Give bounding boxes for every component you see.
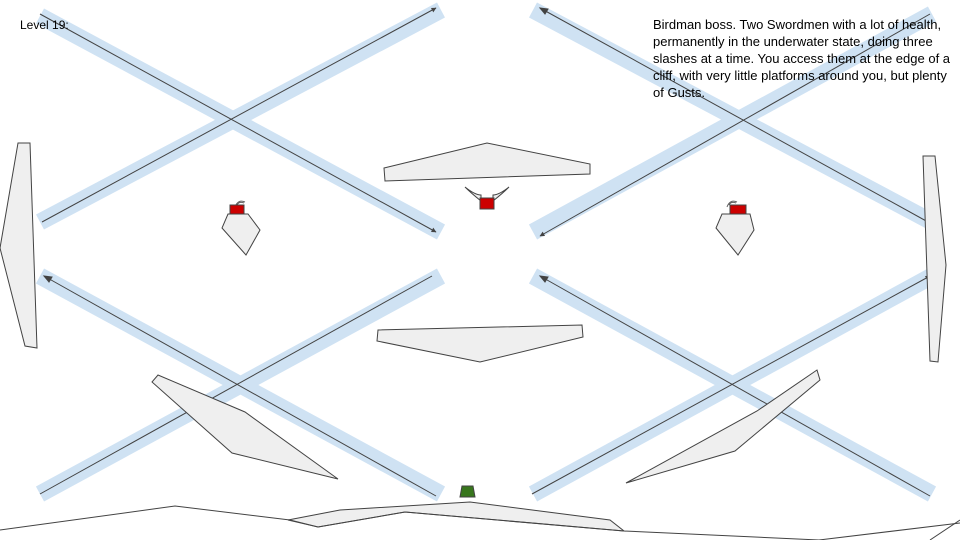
gust-band-bottom-left-up (35, 268, 446, 502)
birdman-wing-right (492, 186, 510, 203)
platform-lower-left-slope (151, 374, 339, 480)
gust-arrow-top-right-up (539, 13, 931, 237)
swordman-head-red (229, 204, 245, 215)
swordman-enemy-left (221, 200, 261, 256)
gust-arrowhead-bl-start (42, 275, 53, 283)
platform-right-wall (922, 155, 947, 363)
gust-arrow-bottom-right-down (539, 275, 931, 497)
gust-arrow-bottom-right-up (531, 275, 931, 495)
swordman-crest (726, 200, 738, 208)
player-marker (459, 485, 476, 498)
gust-arrow-top-left-down (39, 13, 437, 233)
gust-arrows (39, 7, 931, 497)
level-description: Birdman boss. Two Swordmen with a lot of… (653, 17, 951, 100)
birdman-body-red (479, 197, 495, 210)
platform-lower-right-slope (625, 369, 821, 484)
gust-arrow-bottom-left-up (39, 275, 433, 495)
level-label: Level 19: (20, 18, 69, 32)
birdman-boss (464, 186, 510, 210)
swordman-body (221, 213, 261, 256)
platform-left-wall (0, 142, 38, 349)
gust-arrow-top-right-down (539, 7, 929, 223)
platforms (0, 142, 947, 532)
gust-arrow-bottom-left-down (43, 275, 437, 497)
birdman-wing-left (464, 186, 482, 203)
platform-middle-center (376, 324, 584, 363)
gust-arrow-top-left-up (41, 7, 437, 223)
ground-outline-right (929, 519, 960, 540)
ground-outline (0, 505, 960, 540)
gust-arrowhead-br-start (538, 275, 549, 283)
swordman-enemy-right (715, 200, 755, 256)
gust-arrowhead-tr-start (538, 7, 549, 15)
swordman-body (715, 213, 755, 256)
swordman-head-red (729, 204, 747, 215)
platform-top-center (383, 142, 591, 182)
